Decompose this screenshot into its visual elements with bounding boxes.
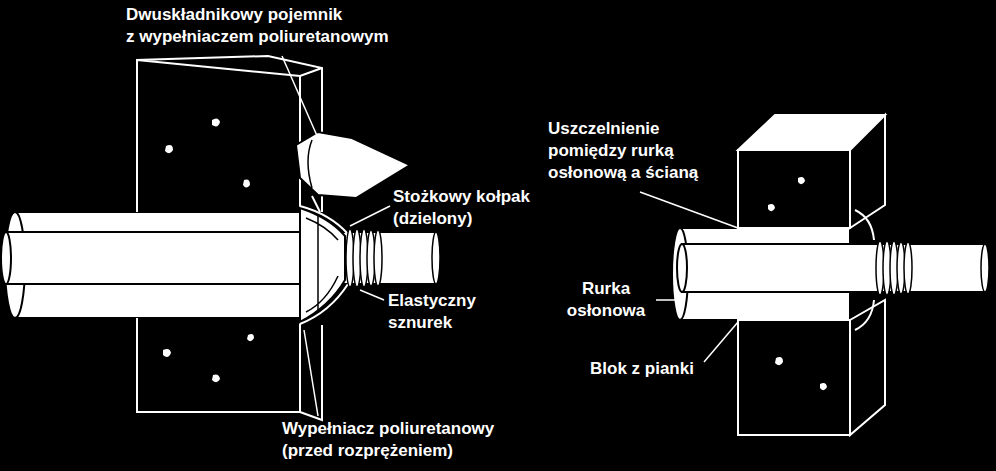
label-line: Rurka <box>567 278 645 300</box>
cord-turn <box>904 242 912 294</box>
label-line: Uszczelnienie <box>548 118 698 140</box>
foam-pore <box>798 177 805 184</box>
leader-line <box>640 192 738 228</box>
leader-line <box>704 322 738 362</box>
leader-line <box>350 206 390 226</box>
elastic-cord <box>876 241 912 295</box>
foam-pore <box>768 204 775 211</box>
foam-block <box>738 320 850 435</box>
label-line: (przed rozprężeniem) <box>282 440 494 462</box>
foam-pore <box>212 375 220 383</box>
label-line: sznurek <box>388 312 476 334</box>
label-line: (dzielony) <box>393 208 530 230</box>
nozzle <box>312 196 320 212</box>
label-line: osłonową a ścianą <box>548 162 698 184</box>
label-line: Blok z pianki <box>590 358 694 380</box>
pipe <box>682 244 985 292</box>
foam-pore <box>820 383 827 390</box>
conical-cap <box>306 214 338 316</box>
label-line: Dwuskładnikowy pojemnik <box>126 4 389 26</box>
leader-line <box>282 56 318 138</box>
sleeve-end <box>672 228 688 320</box>
leader-lines <box>640 192 738 362</box>
leader-line <box>656 299 678 301</box>
left-assembly <box>1 56 440 420</box>
leader-line <box>304 330 318 416</box>
label-line: z wypełniaczem poliuretanowym <box>126 26 389 48</box>
label-line: pomiędzy rurką <box>548 140 698 162</box>
pipe-end <box>981 244 989 292</box>
pipe-end <box>677 244 687 292</box>
pipe-end <box>1 232 11 284</box>
foam-container <box>308 140 312 188</box>
foam-pore <box>165 145 173 153</box>
label-line: Wypełniacz poliuretanowy <box>282 418 494 440</box>
pipe-end <box>432 232 440 284</box>
foam-block <box>137 318 322 420</box>
foam-pore <box>163 349 171 357</box>
leader-lines <box>282 56 390 416</box>
label-line: Stożkowy kołpak <box>393 186 530 208</box>
conical-cap <box>300 206 348 324</box>
callout-label: Stożkowy kołpak (dzielony) <box>393 186 530 230</box>
foam-pore <box>243 180 250 188</box>
label-line: osłonowa <box>567 300 645 322</box>
foam-container <box>296 132 410 198</box>
foam-pore <box>212 118 220 126</box>
callout-label: Wypełniacz poliuretanowy (przed rozpręże… <box>282 418 494 462</box>
callout-label: Elastyczny sznurek <box>388 290 476 334</box>
foam-block <box>137 56 322 212</box>
foam-pore <box>775 357 783 365</box>
foam-pore <box>247 334 254 341</box>
callout-label: Dwuskładnikowy pojemnik z wypełniaczem p… <box>126 4 389 48</box>
callout-label: Blok z pianki <box>590 358 694 380</box>
foam-block <box>738 150 850 228</box>
label-line: Elastyczny <box>388 290 476 312</box>
callout-label: Uszczelnienie pomiędzy rurką osłonową a … <box>548 118 698 184</box>
cord-turn <box>374 230 382 286</box>
callout-label: Rurka osłonowa <box>567 278 645 322</box>
leader-line <box>360 290 384 300</box>
elastic-cord <box>346 229 382 287</box>
seal <box>855 210 874 330</box>
